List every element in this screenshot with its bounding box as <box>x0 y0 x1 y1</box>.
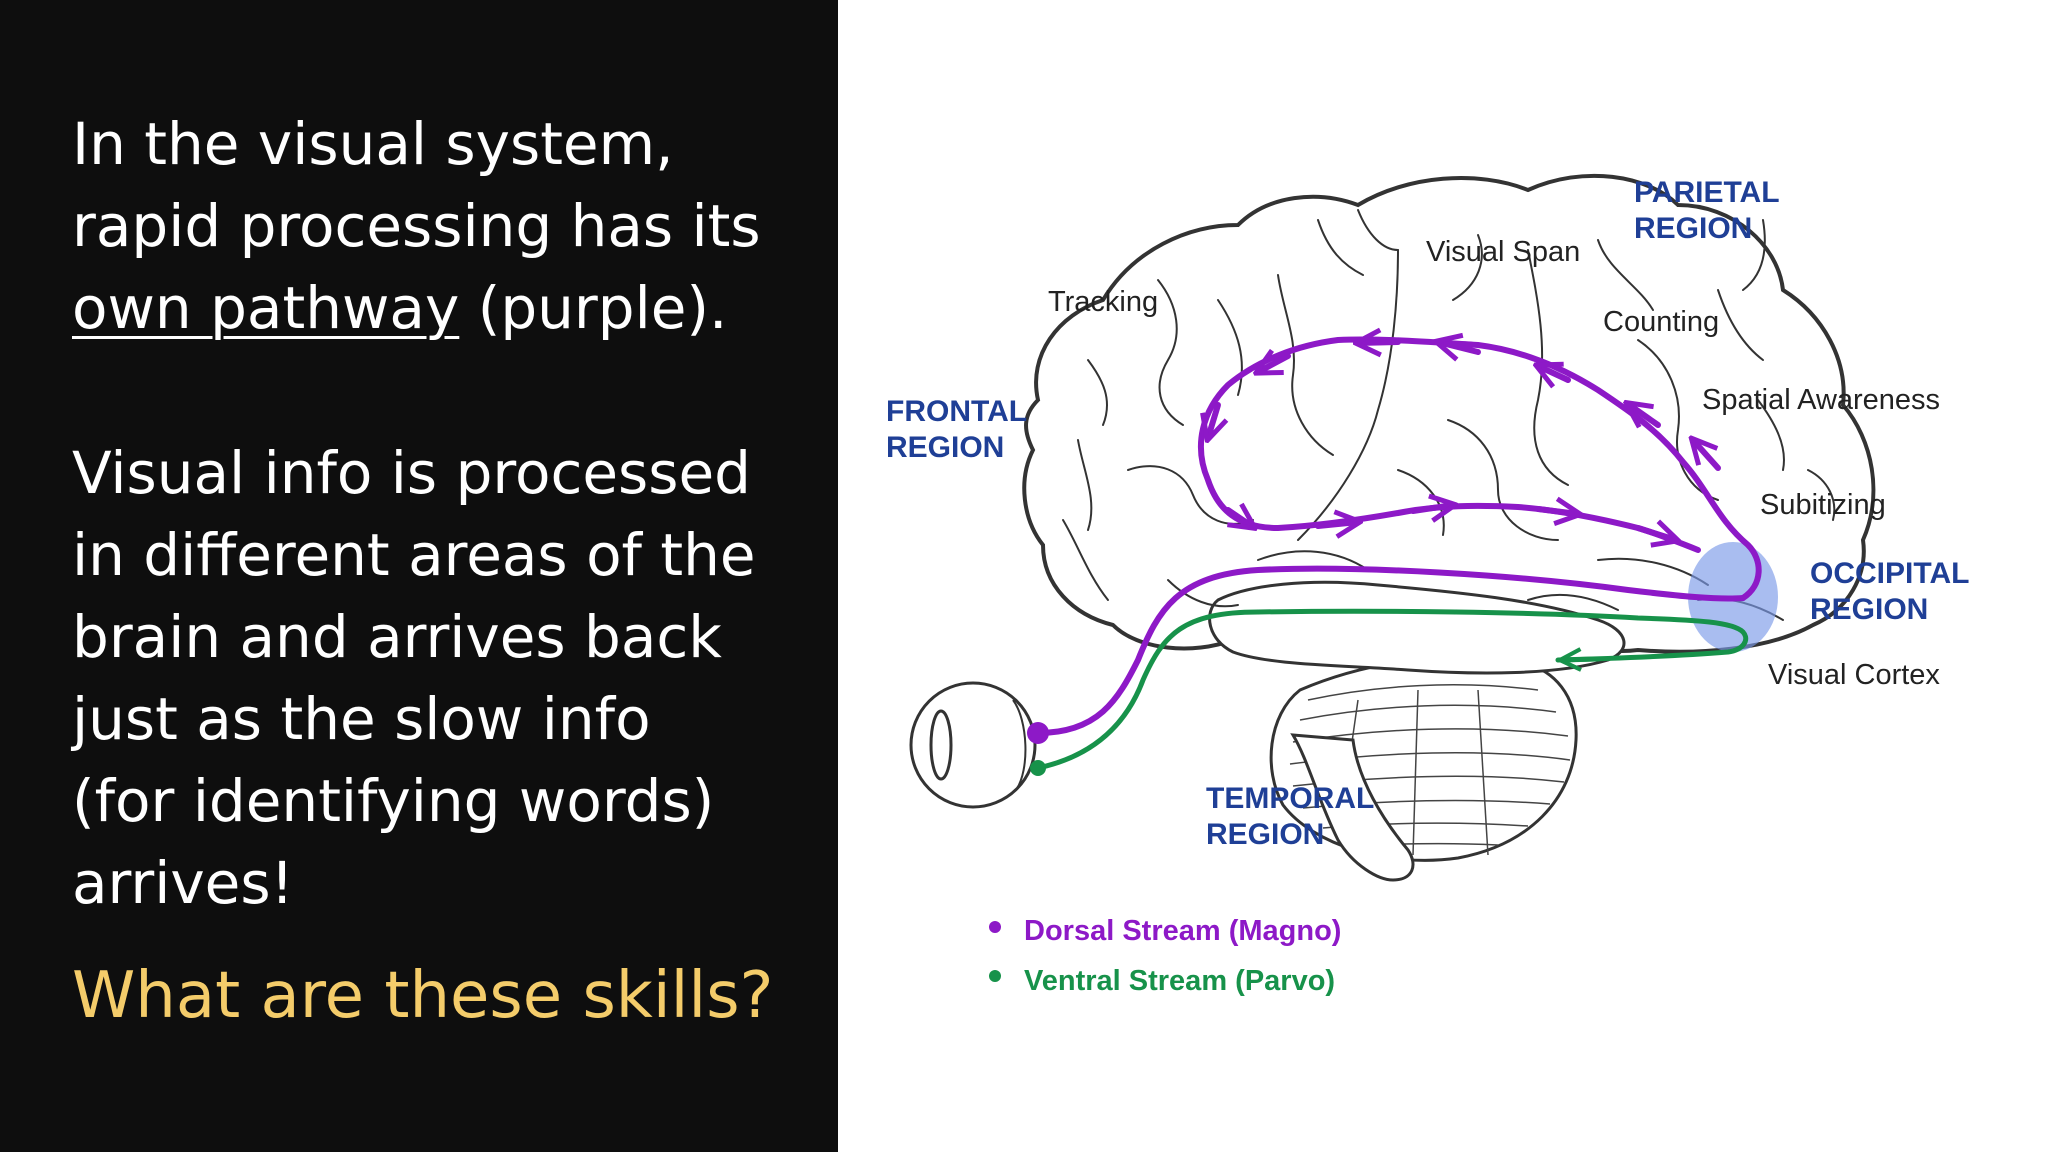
explanation-line: Visual info is processed <box>72 439 751 507</box>
dorsal-arrow <box>1358 342 1401 343</box>
brain-stem <box>1290 733 1415 882</box>
ventral-stream <box>1035 608 1749 771</box>
purple-note: (purple). <box>459 274 728 342</box>
own-pathway-underlined: own pathway <box>72 274 460 342</box>
dorsal-arrow <box>1535 509 1578 514</box>
label-visual-cortex: Visual Cortex <box>1768 659 1940 691</box>
ventral-start-dot <box>1030 760 1046 776</box>
legend-dorsal-label: Dorsal Stream (Magno) <box>1024 915 1341 947</box>
label-spatial-awareness: Spatial Awareness <box>1702 384 1940 416</box>
region-temporal-line-1: TEMPORAL <box>1206 782 1374 815</box>
dorsal-stream <box>1035 312 1888 736</box>
intro-line-2: rapid processing has its <box>72 192 761 260</box>
legend-dorsal-dot <box>989 921 1001 933</box>
dorsal-arrow <box>1208 402 1218 438</box>
explanation-paragraph: Visual info is processed in different ar… <box>72 432 756 924</box>
legend-ventral-dot <box>989 970 1001 982</box>
legend: Dorsal Stream (Magno) Ventral Stream (Pa… <box>989 915 1341 997</box>
dorsal-arrow <box>1225 510 1253 527</box>
label-subitizing: Subitizing <box>1760 489 1886 521</box>
dorsal-arrow <box>1693 440 1721 471</box>
explanation-line: just as the slow info <box>72 685 651 753</box>
text-panel: In the visual system, rapid processing h… <box>0 0 838 1152</box>
intro-line-1: In the visual system, <box>72 110 674 178</box>
dorsal-arrow <box>1438 342 1481 352</box>
region-parietal-line-2: REGION <box>1634 212 1752 245</box>
question-heading: What are these skills? <box>72 959 774 1033</box>
region-temporal-line-2: REGION <box>1206 818 1324 851</box>
explanation-line: (for identifying words) <box>72 767 715 835</box>
dorsal-loop-path <box>1198 336 1762 601</box>
region-occipital-line-1: OCCIPITAL <box>1810 557 1969 590</box>
dorsal-arrow <box>1315 522 1358 526</box>
dorsal-start-dot <box>1027 722 1049 744</box>
region-occipital-line-2: REGION <box>1810 593 1928 626</box>
dorsal-arrow <box>1858 312 1888 328</box>
dorsal-arrow <box>1410 505 1453 511</box>
brain-diagram: Tracking Visual Span Counting Spatial Aw… <box>886 173 1969 997</box>
legend-ventral-label: Ventral Stream (Parvo) <box>1024 965 1335 997</box>
label-counting: Counting <box>1603 306 1719 338</box>
dorsal-main-path <box>1035 565 1746 736</box>
dorsal-arrow <box>1538 366 1571 380</box>
ventral-main-path <box>1035 608 1749 771</box>
eye <box>909 681 1037 809</box>
dorsal-arrow <box>1635 528 1676 540</box>
dorsal-arrow <box>1258 356 1291 372</box>
explanation-line: brain and arrives back <box>72 603 722 671</box>
ventral-arrow <box>1562 659 1601 660</box>
dorsal-arrow <box>1628 404 1661 425</box>
region-parietal-line-1: PARIETAL <box>1634 176 1780 209</box>
intro-paragraph: In the visual system, rapid processing h… <box>72 103 761 349</box>
label-visual-span: Visual Span <box>1426 236 1580 268</box>
diagram-panel: Tracking Visual Span Counting Spatial Aw… <box>838 0 2048 1152</box>
region-frontal-line-1: FRONTAL <box>886 395 1027 428</box>
explanation-line: in different areas of the <box>72 521 756 589</box>
explanation-line: arrives! <box>72 849 294 917</box>
region-frontal-line-2: REGION <box>886 431 1004 464</box>
intro-line-3: own pathway (purple). <box>72 267 761 349</box>
label-tracking: Tracking <box>1048 286 1158 318</box>
